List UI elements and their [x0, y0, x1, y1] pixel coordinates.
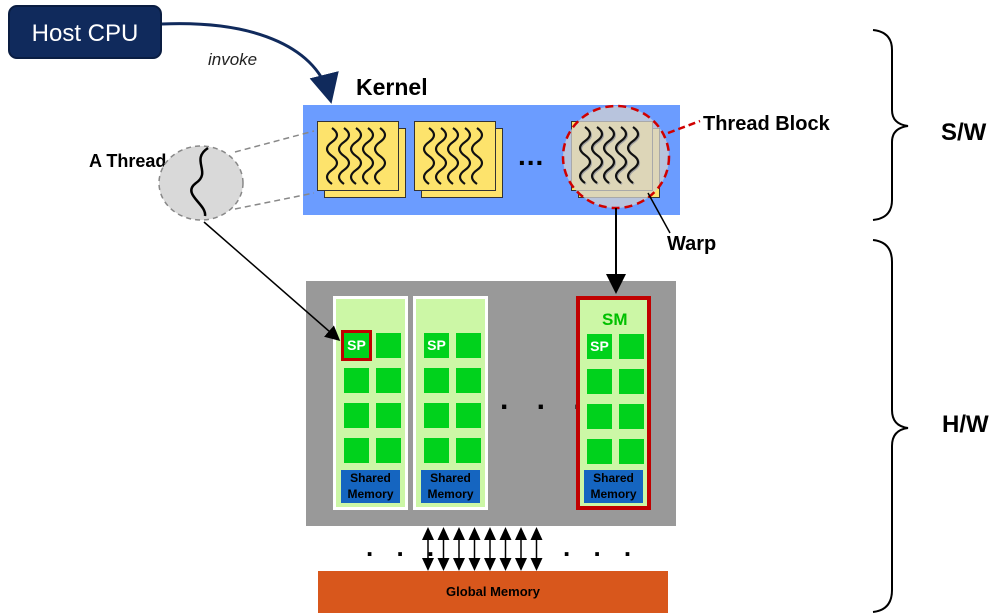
- memory-bus-arrows: [422, 527, 543, 571]
- sp-cell: SP: [424, 333, 449, 358]
- thread-zoom-ellipse: [158, 145, 244, 221]
- thread-icon: [190, 146, 209, 217]
- warp-icon: [422, 127, 484, 185]
- sp-label: SP: [347, 337, 366, 353]
- shared-memory: Shared Memory: [421, 470, 480, 503]
- sp-cell: [424, 403, 449, 428]
- zoom-guide-bottom: [234, 192, 315, 210]
- thread-squiggle: [373, 127, 387, 185]
- sp-label: SP: [590, 338, 609, 354]
- sp-cell-highlighted: SP: [341, 330, 372, 361]
- sp-cell: [587, 404, 612, 429]
- warp-pointer: [647, 192, 671, 234]
- bus-ellipsis-left: . . .: [366, 532, 443, 562]
- invoke-label: invoke: [208, 50, 258, 69]
- thread-squiggle: [325, 127, 339, 185]
- sm-label: SM: [602, 310, 628, 329]
- sp-cell: SP: [587, 334, 612, 359]
- sp-cell: [424, 438, 449, 463]
- thread-squiggle: [470, 127, 484, 185]
- sp-cell: [376, 333, 401, 358]
- bus-arrow: [468, 527, 481, 571]
- sp-cell: [587, 369, 612, 394]
- sp-cell: [456, 368, 481, 393]
- sp-cell: [619, 334, 644, 359]
- warp-label: Warp: [667, 233, 717, 255]
- thread-block-highlight-ellipse: [561, 104, 671, 210]
- sm-column: SP Shared Memory: [413, 296, 488, 510]
- sp-cell: [376, 403, 401, 428]
- sp-cell: [619, 369, 644, 394]
- thread-squiggle: [626, 126, 640, 184]
- sp-cell: [619, 439, 644, 464]
- bus-arrow: [515, 527, 527, 571]
- sp-cell: [376, 368, 401, 393]
- thread-squiggle: [434, 127, 448, 185]
- thread-squiggle: [337, 127, 351, 185]
- sp-cell: [619, 404, 644, 429]
- a-thread-label: A Thread: [89, 151, 167, 171]
- global-memory: Global Memory: [318, 571, 668, 613]
- sp-cell: [587, 439, 612, 464]
- sp-cell: [456, 438, 481, 463]
- host-cpu-box: Host CPU: [8, 5, 162, 59]
- kernel-title: Kernel: [356, 74, 428, 100]
- kernel-ellipsis: ...: [518, 140, 545, 171]
- sp-cell: [456, 403, 481, 428]
- invoke-arrow: [161, 22, 339, 104]
- thread-squiggle: [361, 127, 375, 185]
- thread-squiggle: [446, 127, 460, 185]
- thread-squiggle: [458, 127, 472, 185]
- sp-cell: [344, 403, 369, 428]
- thread-squiggle: [614, 126, 628, 184]
- thread-to-sp-arrow: [203, 221, 341, 341]
- sp-cell: [424, 368, 449, 393]
- shared-memory: Shared Memory: [341, 470, 400, 503]
- bus-ellipsis-right: . . .: [563, 532, 640, 562]
- thread-squiggle: [602, 126, 616, 184]
- thread-block-label: Thread Block: [703, 113, 830, 135]
- sw-brace: [872, 29, 909, 221]
- hw-brace: [872, 239, 909, 613]
- shared-memory: Shared Memory: [584, 470, 643, 503]
- warp-icon: [325, 127, 387, 185]
- sp-cell: [456, 333, 481, 358]
- sp-cell: [344, 368, 369, 393]
- thread-squiggle: [578, 126, 592, 184]
- sw-label: S/W: [941, 119, 987, 146]
- bus-arrow: [422, 527, 434, 571]
- bus-arrow: [453, 527, 465, 571]
- zoom-guide-top: [234, 130, 315, 153]
- sm-column-highlighted: SM SP Shared Memory: [576, 296, 651, 510]
- bus-arrow: [484, 527, 496, 571]
- thread-block-pointer: [667, 119, 701, 135]
- hw-label: H/W: [942, 411, 989, 438]
- thread-squiggle: [349, 127, 363, 185]
- warp-icon: [578, 126, 640, 184]
- bus-arrow: [530, 527, 543, 571]
- thread-block: [317, 121, 399, 191]
- thread-block: [414, 121, 496, 191]
- sp-cell: [376, 438, 401, 463]
- bus-arrow: [437, 527, 450, 571]
- thread-squiggle: [422, 127, 436, 185]
- sp-label: SP: [427, 337, 446, 353]
- bus-arrow: [499, 527, 512, 571]
- sm-column: SP Shared Memory: [333, 296, 408, 510]
- sm-ellipsis: . . .: [500, 383, 592, 416]
- thread-squiggle: [590, 126, 604, 184]
- sp-cell: [344, 438, 369, 463]
